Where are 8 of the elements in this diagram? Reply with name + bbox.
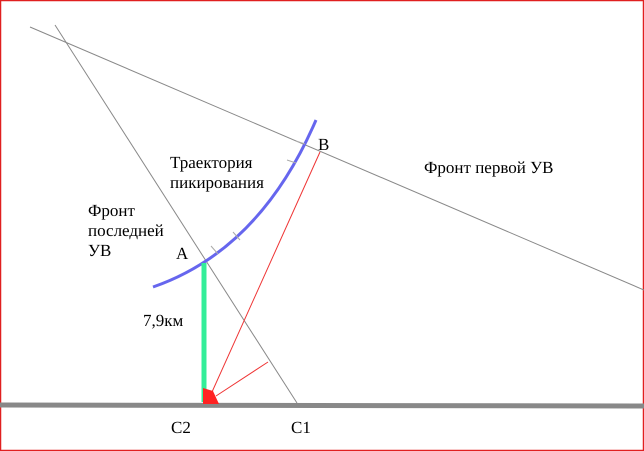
point-label: C2 bbox=[171, 418, 192, 438]
point-label: A bbox=[176, 244, 190, 264]
point-label: C1 bbox=[291, 418, 312, 438]
front-label: Фронт последней УВ bbox=[88, 201, 165, 261]
trajectory-label: Траектория пикирования bbox=[170, 153, 265, 193]
point-label: B bbox=[318, 135, 330, 155]
height-label: 7,9км bbox=[143, 311, 184, 331]
front-label: Фронт первой УВ bbox=[424, 158, 554, 178]
